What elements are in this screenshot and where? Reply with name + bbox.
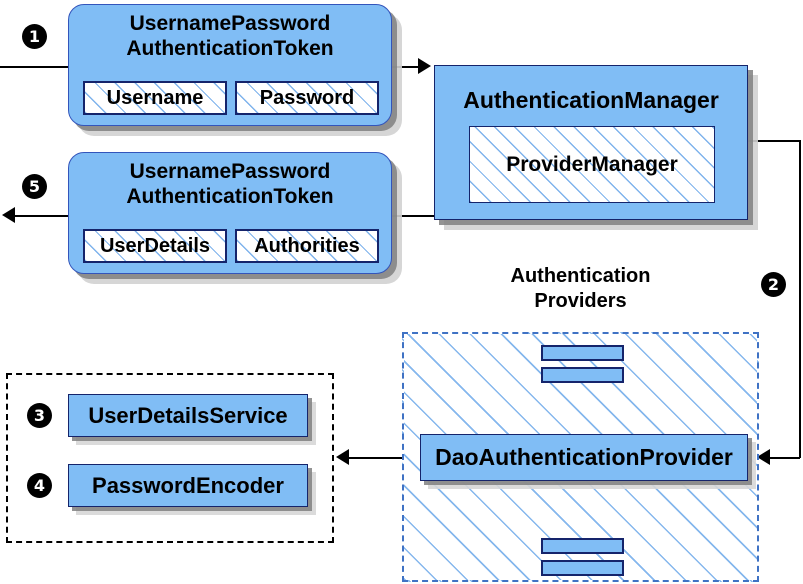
step-bullet-4: 4: [27, 473, 52, 498]
step-bullet-1: 1: [22, 24, 47, 49]
request-token-title: UsernamePassword AuthenticationToken: [126, 12, 334, 60]
step-bullet-2-number: 2: [767, 274, 780, 294]
connector-into-provider: [768, 457, 800, 459]
connector-token-to-manager: [392, 66, 420, 68]
provider-manager-box[interactable]: ProviderManager: [469, 126, 715, 203]
step-bullet-4-number: 4: [33, 475, 46, 495]
request-token-slot-username[interactable]: Username: [83, 81, 227, 115]
connector-response-out: [14, 215, 68, 217]
response-token-slot-userdetails[interactable]: UserDetails: [83, 229, 227, 263]
password-encoder-label: PasswordEncoder: [92, 472, 284, 498]
arrow-into-provider: [757, 449, 770, 465]
dao-dependencies-container: [6, 373, 334, 543]
request-authentication-token-card[interactable]: UsernamePassword AuthenticationToken Use…: [68, 4, 392, 126]
provider-placeholder-bottom-bar-2: [541, 560, 624, 576]
request-token-slot-password[interactable]: Password: [235, 81, 379, 115]
step-bullet-5: 5: [22, 174, 47, 199]
provider-manager-label: ProviderManager: [506, 152, 678, 176]
authentication-manager-box[interactable]: AuthenticationManager ProviderManager: [434, 65, 748, 220]
connector-manager-down: [799, 140, 801, 458]
arrow-token-to-manager: [418, 58, 431, 74]
user-details-service-label: UserDetailsService: [88, 402, 288, 428]
connector-request-in: [0, 66, 68, 68]
arrow-provider-to-deps: [336, 449, 349, 465]
step-bullet-3: 3: [27, 403, 52, 428]
response-token-slot-userdetails-label: UserDetails: [99, 234, 211, 257]
provider-placeholder-top-bar-1: [541, 345, 624, 361]
response-token-slot-authorities-label: Authorities: [254, 234, 360, 257]
provider-placeholder-bottom-bar-1: [541, 538, 624, 554]
connector-manager-to-response: [392, 215, 436, 217]
response-authentication-token-card[interactable]: UsernamePassword AuthenticationToken Use…: [68, 152, 392, 274]
step-bullet-3-number: 3: [33, 405, 46, 425]
response-token-slot-authorities[interactable]: Authorities: [235, 229, 379, 263]
authentication-providers-label: Authentication Providers: [510, 265, 651, 312]
connector-manager-right: [748, 140, 800, 142]
password-encoder-box[interactable]: PasswordEncoder: [68, 464, 308, 507]
step-bullet-5-number: 5: [28, 176, 41, 196]
arrow-response-out: [2, 207, 15, 223]
provider-placeholder-top-bar-2: [541, 367, 624, 383]
step-bullet-2: 2: [761, 272, 786, 297]
authentication-manager-title: AuthenticationManager: [463, 87, 719, 113]
dao-authentication-provider-label: DaoAuthenticationProvider: [435, 444, 733, 470]
dao-authentication-provider-box[interactable]: DaoAuthenticationProvider: [420, 434, 748, 481]
user-details-service-box[interactable]: UserDetailsService: [68, 394, 308, 437]
connector-provider-to-deps: [348, 457, 420, 459]
response-token-title: UsernamePassword AuthenticationToken: [126, 160, 334, 208]
step-bullet-1-number: 1: [28, 26, 41, 46]
request-token-slot-username-label: Username: [106, 86, 204, 109]
request-token-slot-password-label: Password: [259, 86, 355, 109]
